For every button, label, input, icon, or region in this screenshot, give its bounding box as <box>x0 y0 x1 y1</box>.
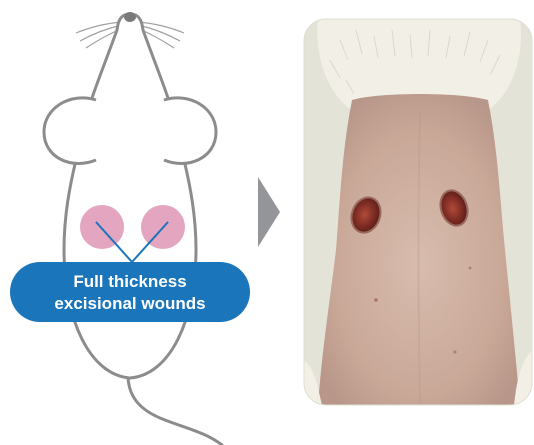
mouse-ear-left <box>44 98 96 164</box>
wound-marker-left <box>80 205 124 249</box>
callout-badge: Full thickness excisional wounds <box>10 262 250 322</box>
mouse-tail <box>128 375 222 445</box>
mouse-body-outline <box>64 14 196 378</box>
mouse-photo <box>304 19 532 405</box>
mouse-illustration: Full thickness excisional wounds <box>10 12 250 445</box>
arrow-right-icon <box>258 177 280 247</box>
mouse-nose-icon <box>124 12 136 22</box>
callout-line-1: Full thickness <box>73 272 186 291</box>
mouse-ear-right <box>164 98 216 164</box>
callout-line-2: excisional wounds <box>54 294 205 313</box>
